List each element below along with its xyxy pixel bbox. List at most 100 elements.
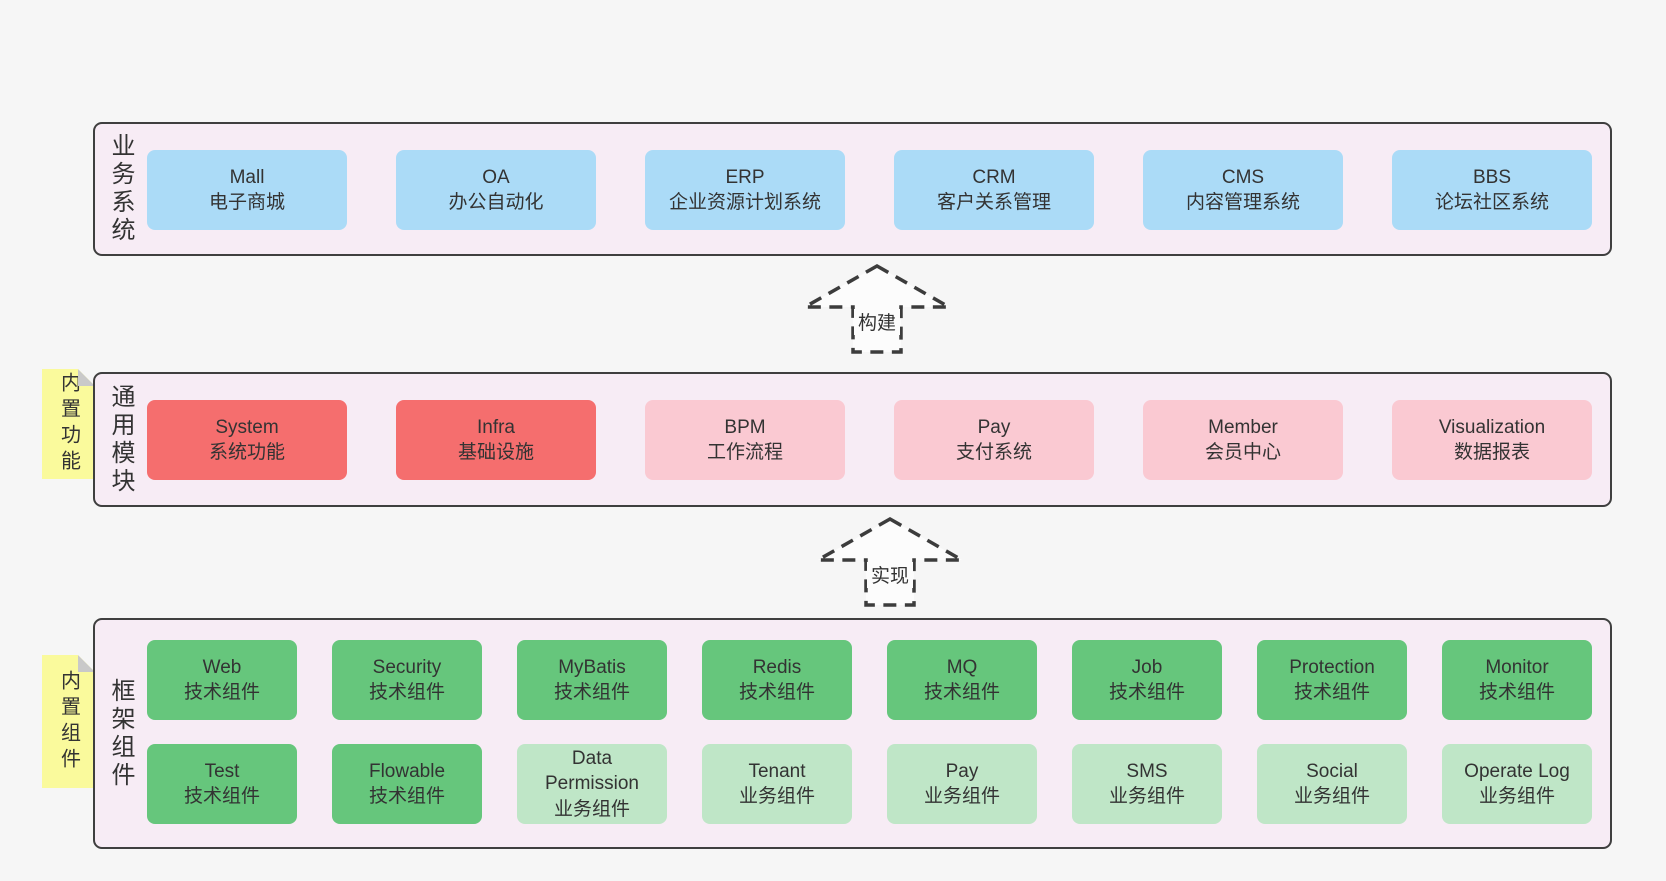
box-title: CMS (1221, 166, 1265, 188)
box-title: Operate Log (1464, 760, 1570, 782)
box-mall: Mall 电子商城 (147, 150, 347, 230)
box-redis: Redis 技术组件 (702, 640, 852, 720)
box-oa: OA 办公自动化 (396, 150, 596, 230)
box-subtitle: 技术组件 (1108, 682, 1185, 703)
sticky-note-builtin-features: 内置功能 (42, 369, 95, 479)
box-sms: SMS 业务组件 (1072, 744, 1222, 824)
box-title: OA (482, 166, 510, 188)
sticky-note-label: 内置组件 (57, 669, 80, 774)
box-subtitle: 基础设施 (457, 442, 534, 463)
box-operate-log: Operate Log 业务组件 (1442, 744, 1592, 824)
box-member: Member 会员中心 (1143, 400, 1343, 480)
box-subtitle: 业务组件 (553, 798, 630, 820)
box-flowable: Flowable 技术组件 (332, 744, 482, 824)
box-title: CRM (972, 166, 1016, 188)
band-business-systems: 业务系统 Mall 电子商城 OA 办公自动化 ERP 企业资源计划系统 CRM… (93, 122, 1612, 256)
box-title: Security (372, 656, 442, 678)
band-label-business-systems: 业务系统 (107, 133, 134, 245)
box-tenant: Tenant 业务组件 (702, 744, 852, 824)
box-monitor: Monitor 技术组件 (1442, 640, 1592, 720)
box-subtitle: 技术组件 (923, 682, 1000, 703)
sticky-note-label: 内置功能 (57, 372, 80, 476)
box-title: ERP (725, 166, 765, 188)
box-subtitle: 技术组件 (183, 786, 260, 807)
box-subtitle: 支付系统 (955, 442, 1032, 463)
box-title: MyBatis (558, 656, 626, 678)
box-title: Infra (476, 416, 516, 438)
business-systems-grid: Mall 电子商城 OA 办公自动化 ERP 企业资源计划系统 CRM 客户关系… (147, 150, 1592, 230)
box-subtitle: 业务组件 (1108, 786, 1185, 807)
build-arrow-label: 构建 (858, 312, 896, 334)
box-mq: MQ 技术组件 (887, 640, 1037, 720)
box-test: Test 技术组件 (147, 744, 297, 824)
box-subtitle: 技术组件 (553, 682, 630, 703)
box-bbs: BBS 论坛社区系统 (1392, 150, 1592, 230)
box-subtitle: 技术组件 (738, 682, 815, 703)
box-subtitle: 内容管理系统 (1185, 192, 1300, 213)
box-subtitle: 客户关系管理 (936, 192, 1051, 213)
box-web: Web 技术组件 (147, 640, 297, 720)
box-cms: CMS 内容管理系统 (1143, 150, 1343, 230)
box-bpm: BPM 工作流程 (645, 400, 845, 480)
box-subtitle: 电子商城 (208, 192, 285, 213)
box-subtitle: 系统功能 (208, 442, 285, 463)
box-title: Test (204, 760, 240, 782)
box-pay-component: Pay 业务组件 (887, 744, 1037, 824)
box-subtitle: 办公自动化 (448, 192, 544, 213)
box-title: Visualization (1438, 416, 1546, 438)
box-title: Mall (229, 166, 265, 188)
box-security: Security 技术组件 (332, 640, 482, 720)
box-title: BPM (724, 416, 766, 438)
box-data-permission: Data Permission 业务组件 (517, 744, 667, 824)
implement-arrow-label: 实现 (871, 565, 909, 587)
band-label-common-modules: 通用模块 (107, 383, 134, 496)
box-title: Member (1208, 416, 1278, 438)
box-subtitle: 技术组件 (368, 682, 445, 703)
box-visualization: Visualization 数据报表 (1392, 400, 1592, 480)
box-title: BBS (1472, 166, 1512, 188)
box-subtitle: 技术组件 (368, 786, 445, 807)
box-crm: CRM 客户关系管理 (894, 150, 1094, 230)
implement-arrow-icon: 实现 (815, 516, 965, 607)
band-framework-components: 框架组件 Web 技术组件 Security 技术组件 MyBatis 技术组件… (93, 618, 1612, 849)
box-subtitle: 技术组件 (183, 682, 260, 703)
box-title: Protection (1289, 656, 1375, 678)
box-infra: Infra 基础设施 (396, 400, 596, 480)
box-title: Flowable (368, 760, 446, 782)
box-erp: ERP 企业资源计划系统 (645, 150, 845, 230)
box-title: Tenant (748, 760, 806, 782)
box-title: System (215, 416, 279, 438)
box-title: Pay (945, 760, 979, 782)
box-subtitle: 业务组件 (1293, 786, 1370, 807)
box-subtitle: 工作流程 (706, 442, 783, 463)
box-subtitle: 企业资源计划系统 (668, 192, 821, 213)
box-subtitle: 业务组件 (738, 786, 815, 807)
box-title: Job (1131, 656, 1163, 678)
box-subtitle: 论坛社区系统 (1434, 192, 1549, 213)
box-pay-module: Pay 支付系统 (894, 400, 1094, 480)
box-title: Data Permission (545, 748, 639, 795)
box-title: Monitor (1485, 656, 1549, 678)
box-system: System 系统功能 (147, 400, 347, 480)
box-subtitle: 技术组件 (1293, 682, 1370, 703)
box-subtitle: 数据报表 (1453, 442, 1530, 463)
box-protection: Protection 技术组件 (1257, 640, 1407, 720)
framework-components-grid: Web 技术组件 Security 技术组件 MyBatis 技术组件 Redi… (147, 640, 1592, 824)
box-job: Job 技术组件 (1072, 640, 1222, 720)
sticky-note-builtin-components: 内置组件 (42, 655, 95, 788)
box-title: Redis (752, 656, 802, 678)
box-mybatis: MyBatis 技术组件 (517, 640, 667, 720)
box-title: MQ (946, 656, 978, 678)
box-title: SMS (1126, 760, 1168, 782)
box-subtitle: 会员中心 (1204, 442, 1281, 463)
box-title: Pay (977, 416, 1011, 438)
box-subtitle: 技术组件 (1478, 682, 1555, 703)
band-label-framework-components: 框架组件 (107, 677, 134, 790)
box-title: Social (1306, 760, 1358, 782)
band-common-modules: 通用模块 System 系统功能 Infra 基础设施 BPM 工作流程 Pay… (93, 372, 1612, 507)
box-title: Web (202, 656, 242, 678)
build-arrow-icon: 构建 (802, 263, 952, 354)
box-social: Social 业务组件 (1257, 744, 1407, 824)
box-subtitle: 业务组件 (923, 786, 1000, 807)
